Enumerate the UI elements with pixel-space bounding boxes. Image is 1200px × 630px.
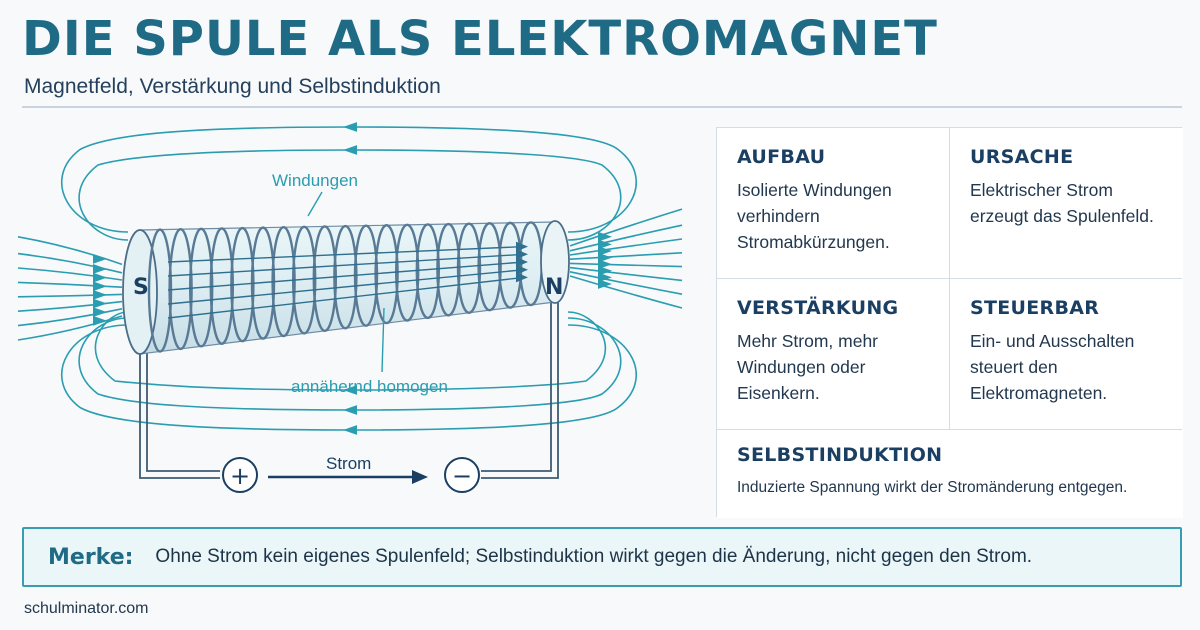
page-title: DIE SPULE ALS ELEKTROMAGNET xyxy=(22,11,938,67)
card-heading: URSACHE xyxy=(970,146,1074,168)
coil-winding xyxy=(147,228,173,353)
field-line-north xyxy=(569,224,683,252)
field-arrow xyxy=(343,122,357,132)
coil-winding xyxy=(415,223,440,320)
label-windings: Windungen xyxy=(272,171,358,190)
card-text: Isolierte Windungen verhindern Stromabkü… xyxy=(737,180,892,252)
field-line-south xyxy=(17,281,123,288)
card-heading: STEUERBAR xyxy=(970,297,1100,319)
field-arrow xyxy=(343,385,357,395)
card-ursache: URSACHE Elektrischer Strom erzeugt das S… xyxy=(950,128,1183,278)
field-arrow xyxy=(598,246,612,256)
circuit-wire xyxy=(139,300,559,479)
pole-north: N xyxy=(545,275,563,300)
coil-end-south xyxy=(122,229,158,355)
note-label: Merke: xyxy=(48,544,134,570)
pointer-windings xyxy=(307,191,323,217)
coil-winding xyxy=(498,221,523,309)
field-arrow xyxy=(598,259,612,270)
field-line-south xyxy=(17,293,123,298)
note-box: Merke: Ohne Strom kein eigenes Spulenfel… xyxy=(22,527,1182,587)
coil-diagram: S N Windungen annähernd homogen + − Stro… xyxy=(17,122,683,493)
field-line-south xyxy=(17,315,123,341)
pointer-homogeneous xyxy=(381,307,385,373)
note-text: Ohne Strom kein eigenes Spulenfeld; Selb… xyxy=(155,546,1033,567)
coil-end-north xyxy=(540,220,570,304)
coil-winding xyxy=(456,222,482,314)
field-arrow xyxy=(93,298,107,309)
info-grid: AUFBAU Isolierte Windungen verhindern St… xyxy=(716,127,1183,518)
inner-field-arrow xyxy=(516,264,528,275)
terminal-plus: + xyxy=(222,457,258,493)
card-heading: VERSTÄRKUNG xyxy=(737,297,899,319)
inner-field-line xyxy=(167,245,525,263)
field-line-north xyxy=(569,275,683,309)
field-arrow xyxy=(93,307,107,318)
inner-field-arrow xyxy=(516,249,528,260)
field-arrow xyxy=(598,265,612,276)
card-text: Ein- und Ausschalten steuert den Elektro… xyxy=(970,331,1135,403)
pole-south: S xyxy=(133,275,149,300)
field-arrow xyxy=(93,272,107,283)
inner-field-line xyxy=(167,269,525,305)
card-heading: AUFBAU xyxy=(737,146,826,168)
coil xyxy=(122,220,570,355)
field-arrow xyxy=(598,272,612,283)
inner-field-arrow xyxy=(516,272,528,283)
field-line-south xyxy=(17,236,123,266)
inner-field-line xyxy=(167,276,525,319)
field-line-south xyxy=(17,267,123,281)
field-line-north xyxy=(569,208,683,247)
field-arrow xyxy=(93,281,107,292)
field-line-north xyxy=(569,271,683,295)
inner-field-arrow xyxy=(516,257,528,267)
field-arrow xyxy=(343,145,357,155)
field-arrow xyxy=(343,405,357,415)
field-arrow xyxy=(93,315,107,326)
card-heading: SELBSTINDUKTION xyxy=(737,444,943,466)
inner-field-lines xyxy=(167,241,528,319)
label-current: Strom xyxy=(326,454,371,473)
field-arrow xyxy=(343,425,357,435)
header-divider xyxy=(22,106,1182,108)
current-arrow xyxy=(268,470,428,484)
terminal-minus: − xyxy=(444,457,480,493)
field-arrow xyxy=(598,279,612,289)
card-aufbau: AUFBAU Isolierte Windungen verhindern St… xyxy=(717,128,949,278)
field-line-south xyxy=(17,300,123,312)
svg-text:+: + xyxy=(230,462,250,490)
svg-text:−: − xyxy=(452,462,472,490)
field-line-south xyxy=(17,308,123,327)
coil-winding xyxy=(168,228,193,351)
coil-winding xyxy=(436,222,461,317)
coil-winding xyxy=(477,222,502,312)
card-text: Induzierte Spannung wirkt der Stromänder… xyxy=(737,479,1128,496)
card-text: Mehr Strom, mehr Windungen oder Eisenker… xyxy=(737,331,878,403)
page-subtitle: Magnetfeld, Verstärkung und Selbstindukt… xyxy=(24,75,441,98)
card-text: Elektrischer Strom erzeugt das Spulenfel… xyxy=(970,180,1154,226)
field-line-north xyxy=(569,238,683,256)
inner-field-line xyxy=(167,261,525,291)
field-line-south xyxy=(17,252,123,274)
field-line-north xyxy=(569,262,683,268)
magnetic-field-lines xyxy=(17,126,683,431)
field-arrow xyxy=(93,253,107,264)
field-direction-arrows xyxy=(93,122,612,435)
card-verstaerkung: VERSTÄRKUNG Mehr Strom, mehr Windungen o… xyxy=(717,279,949,429)
field-line-north xyxy=(569,252,683,260)
field-line-north xyxy=(569,266,683,282)
inner-field-arrow xyxy=(516,241,528,252)
footer-source: schulminator.com xyxy=(24,600,149,617)
field-arrow xyxy=(598,252,612,263)
field-arrow xyxy=(93,264,107,274)
field-arrow xyxy=(93,289,107,300)
card-steuerbar: STEUERBAR Ein- und Ausschalten steuert d… xyxy=(950,279,1183,429)
field-arrow xyxy=(598,239,612,250)
field-arrow xyxy=(598,231,612,242)
card-selbstinduktion: SELBSTINDUKTION Induzierte Spannung wirk… xyxy=(717,430,1183,518)
label-homogeneous: annähernd homogen xyxy=(291,377,448,396)
inner-field-line xyxy=(167,253,525,277)
